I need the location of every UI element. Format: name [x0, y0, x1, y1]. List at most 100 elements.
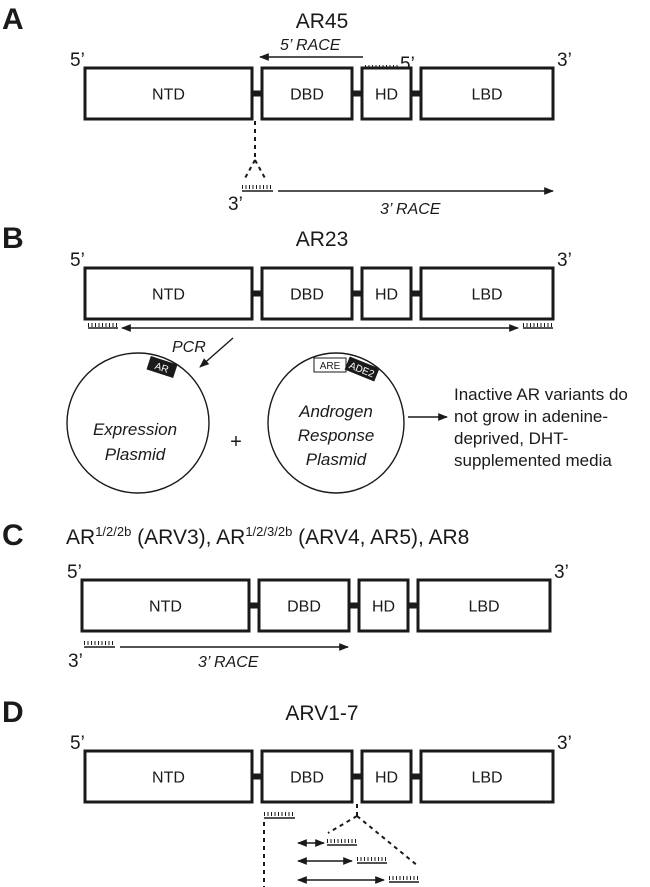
domain-label: DBD	[287, 599, 321, 616]
panel-letter: B	[2, 222, 24, 255]
plasmid-circle	[267, 352, 405, 494]
splice-dash-left	[243, 159, 256, 181]
domain-box-hd	[360, 266, 413, 321]
race3-arrow: 3’ 3’ RACE	[228, 121, 554, 218]
domain-label: NTD	[149, 599, 182, 616]
plasmid-label-line1: Expression	[93, 420, 177, 439]
panel-d: D ARV1-7 NTD DBD HD LBD 5’ 3’	[2, 696, 572, 887]
panel-c: C AR1/2/2b (ARV3), AR1/2/3/2b (ARV4, AR5…	[2, 519, 569, 672]
hinge-linker	[349, 602, 359, 609]
hinge-linker	[352, 290, 362, 297]
panel-letter: C	[2, 519, 24, 552]
domain-map: NTD DBD HD LBD 5’ 3’	[70, 250, 572, 321]
three-prime-label: 3’	[554, 562, 569, 583]
pcr-arrow	[199, 337, 234, 368]
domain-label: LBD	[471, 87, 502, 104]
are-element	[313, 357, 347, 373]
panel-letter: A	[2, 3, 24, 36]
five-prime-label: 5’	[70, 250, 85, 271]
domain-box-dbd	[257, 578, 351, 633]
outcome-line: deprived, DHT-	[454, 429, 568, 448]
splice-dash-right	[356, 815, 419, 867]
expression-plasmid: AR Expression Plasmid	[66, 352, 210, 494]
hinge-linker	[411, 90, 421, 97]
plasmid-circle	[66, 352, 210, 494]
domain-label: DBD	[290, 287, 324, 304]
androgen-response-plasmid: ARE ADE2 Androgen Response Plasmid	[267, 352, 405, 494]
race5-label: 5’ RACE	[280, 37, 341, 54]
five-prime-label: 5’	[70, 50, 85, 71]
domain-label: NTD	[152, 87, 185, 104]
domain-box-hd	[360, 749, 413, 804]
domain-box-hd	[360, 66, 413, 121]
domain-box-hd	[357, 578, 410, 633]
three-prime-label: 3’	[557, 250, 572, 271]
three-prime-label: 3’	[557, 50, 572, 71]
splice-dash-left	[327, 815, 358, 834]
plasmid-label-line2: Plasmid	[105, 445, 166, 464]
hinge-linker	[252, 773, 262, 780]
domain-box-lbd	[419, 66, 555, 121]
panel-title: AR23	[296, 228, 349, 251]
plus-sign: +	[230, 431, 242, 453]
title-part: (ARV3), AR	[131, 526, 245, 549]
race3-label: 3’ RACE	[380, 201, 441, 218]
panel-title: AR45	[296, 10, 349, 33]
three-prime-label: 3’	[557, 733, 572, 754]
are-label: ARE	[320, 361, 341, 372]
domain-label: LBD	[471, 770, 502, 787]
domain-label: HD	[372, 599, 395, 616]
title-sup: 1/2/3/2b	[245, 524, 292, 539]
domain-box-ntd	[80, 578, 251, 633]
hinge-linker	[252, 90, 262, 97]
five-prime-label: 5’	[67, 562, 82, 583]
splice-dash-right	[254, 159, 267, 181]
race3-arrow: 3’ 3’ RACE	[68, 641, 349, 672]
domain-map: NTD DBD HD LBD 5’ 3’	[70, 733, 572, 804]
hinge-linker	[408, 602, 418, 609]
domain-box-dbd	[260, 749, 354, 804]
pcr-primers	[88, 323, 553, 332]
domain-map: NTD DBD HD LBD 5’ 3’	[70, 50, 572, 121]
outcome-line: Inactive AR variants do	[454, 385, 628, 404]
plasmid-label-line3: Plasmid	[306, 450, 367, 469]
domain-label: DBD	[290, 770, 324, 787]
panel-title: AR1/2/2b (ARV3), AR1/2/3/2b (ARV4, AR5),…	[66, 524, 469, 549]
hinge-linker	[352, 90, 362, 97]
domain-label: LBD	[471, 287, 502, 304]
plasmid-label-line2: Response	[298, 426, 375, 445]
ar-insert: AR	[146, 356, 178, 378]
panel-a: A AR45 5’ RACE 5’ NTD DBD HD LBD 5’ 3’ 3’ 3’ …	[2, 3, 572, 218]
hinge-linker	[252, 290, 262, 297]
title-part: AR	[66, 526, 95, 549]
domain-box-ntd	[83, 66, 254, 121]
panel-letter: D	[2, 696, 24, 729]
hinge-linker	[249, 602, 259, 609]
hinge-linker	[411, 773, 421, 780]
domain-label: NTD	[152, 770, 185, 787]
outcome-text: Inactive AR variants do not grow in aden…	[454, 385, 628, 470]
domain-box-lbd	[416, 578, 552, 633]
panel-title: ARV1-7	[285, 702, 358, 725]
plasmid-label-line1: Androgen	[298, 402, 373, 421]
domain-label: NTD	[152, 287, 185, 304]
outcome-line: supplemented media	[454, 451, 612, 470]
primer-3prime: 3’	[228, 194, 243, 215]
title-sup: 1/2/2b	[95, 524, 131, 539]
hinge-linker	[411, 290, 421, 297]
title-part: (ARV4, AR5), AR8	[292, 526, 469, 549]
domain-label: HD	[375, 770, 398, 787]
hinge-linker	[352, 773, 362, 780]
domain-label: HD	[375, 287, 398, 304]
splice-primers	[263, 804, 419, 887]
outcome-line: not grow in adenine-	[454, 407, 608, 426]
domain-box-lbd	[419, 749, 555, 804]
race3-label: 3’ RACE	[198, 654, 259, 671]
domain-label: DBD	[290, 87, 324, 104]
five-prime-label: 5’	[70, 733, 85, 754]
domain-label: HD	[375, 87, 398, 104]
ar-insert-label: AR	[153, 361, 170, 376]
